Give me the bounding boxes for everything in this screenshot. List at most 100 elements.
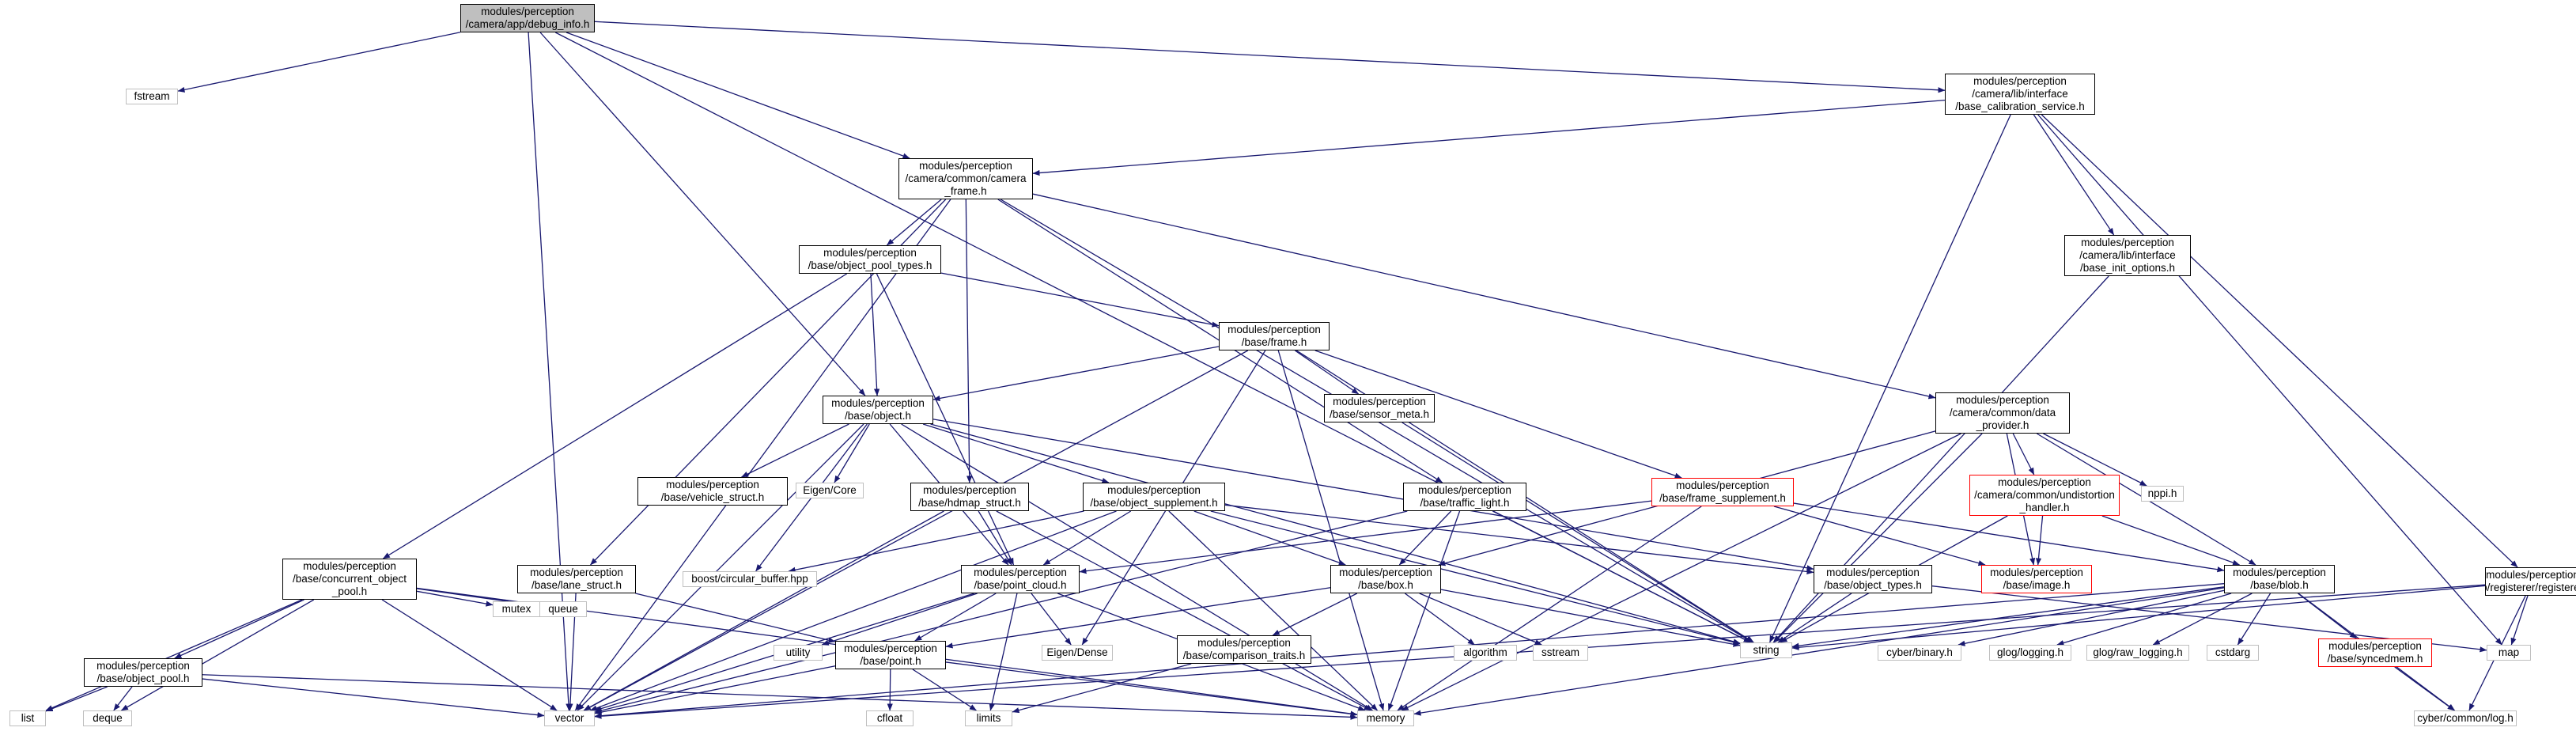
edge-debug-info-to-base-calib (594, 21, 1946, 93)
node-label: modules/perception /base/hdmap_struct.h (918, 484, 1021, 509)
edge-concurrent-pool-to-object-pool (174, 599, 305, 659)
edge-camera-frame-to-vector (574, 199, 951, 711)
node-label: modules/perception /base/image.h (1990, 566, 2083, 591)
edge-concurrent-pool-to-deque (120, 599, 315, 711)
node-algorithm: algorithm (1454, 645, 1517, 661)
edge-object-pool-to-deque (113, 686, 133, 711)
node-registerer[interactable]: modules/perception /lib/registerer/regis… (2485, 567, 2576, 596)
edge-frame-supplement-to-image (1773, 506, 1986, 566)
node-circular-buffer: boost/circular_buffer.hpp (683, 571, 817, 587)
node-point[interactable]: modules/perception /base/point.h (835, 641, 946, 669)
node-glog-raw: glog/raw_logging.h (2086, 645, 2189, 661)
node-label: glog/logging.h (1996, 646, 2064, 658)
node-blob[interactable]: modules/perception /base/blob.h (2224, 565, 2335, 593)
node-undistortion[interactable]: modules/perception /camera/common/undist… (1969, 475, 2120, 516)
node-label: modules/perception /base/point.h (844, 642, 937, 667)
edge-hdmap-struct-to-memory (996, 510, 1371, 711)
edge-blob-to-glog-raw (2152, 593, 2253, 646)
node-point-cloud[interactable]: modules/perception /base/point_cloud.h (961, 565, 1080, 593)
node-label: vector (554, 712, 584, 724)
edge-point-cloud-to-eigen-dense (1031, 593, 1072, 646)
node-label: modules/perception /base/traffic_light.h (1418, 484, 1511, 509)
node-label: modules/perception /base/box.h (1339, 566, 1432, 591)
node-box[interactable]: modules/perception /base/box.h (1330, 565, 1441, 593)
node-label: utility (785, 646, 811, 658)
edge-base-calib-to-camera-frame (1032, 99, 1946, 176)
edge-data-provider-to-undistortion (2012, 433, 2035, 475)
node-memory: memory (1357, 710, 1414, 726)
node-base-init-options[interactable]: modules/perception /camera/lib/interface… (2064, 235, 2191, 276)
edge-box-to-sstream (1419, 593, 1542, 646)
node-debug-info[interactable]: modules/perception /camera/app/debug_inf… (460, 4, 595, 32)
node-eigen-dense: Eigen/Dense (1042, 645, 1113, 661)
node-label: modules/perception /base/sensor_meta.h (1329, 396, 1430, 420)
edge-object-supplement-to-vector (589, 510, 1117, 711)
node-map: map (2487, 645, 2531, 661)
edge-object-to-object-types (932, 419, 1814, 571)
node-label: deque (93, 712, 123, 724)
node-string: string (1740, 642, 1792, 658)
edge-hdmap-struct-to-vector (583, 510, 944, 711)
edge-object-to-vehicle-struct (741, 423, 849, 478)
node-label: limits (976, 712, 1001, 724)
node-lane-struct[interactable]: modules/perception /base/lane_struct.h (517, 565, 636, 593)
edge-point-to-memory (945, 661, 1358, 717)
edge-blob-to-string (1791, 586, 2225, 649)
node-sensor-meta[interactable]: modules/perception /base/sensor_meta.h (1324, 394, 1435, 422)
node-concurrent-pool[interactable]: modules/perception /base/concurrent_obje… (282, 559, 417, 600)
node-label: sstream (1541, 646, 1579, 658)
edge-concurrent-pool-to-list (45, 599, 303, 711)
node-label: memory (1366, 712, 1405, 724)
node-label: modules/perception /base/point_cloud.h (974, 566, 1067, 591)
node-label: modules/perception /camera/lib/interface… (1955, 75, 2085, 112)
node-list: list (9, 710, 46, 726)
edge-object-pool-types-to-point-cloud (876, 273, 1015, 566)
edge-object-supplement-to-circular-buffer (788, 510, 1084, 573)
edge-frame-to-sensor-meta (1294, 350, 1360, 395)
edge-point-cloud-to-limits (989, 593, 1018, 711)
edge-box-to-comparison-traits (1272, 593, 1358, 636)
node-hdmap-struct[interactable]: modules/perception /base/hdmap_struct.h (910, 483, 1029, 511)
node-object-types[interactable]: modules/perception /base/object_types.h (1814, 565, 1932, 593)
node-label: cyber/common/log.h (2417, 712, 2514, 724)
edge-object-pool-types-to-concurrent-pool (382, 273, 848, 559)
node-label: modules/perception /camera/lib/interface… (2079, 237, 2176, 274)
node-vehicle-struct[interactable]: modules/perception /base/vehicle_struct.… (637, 477, 788, 506)
edge-data-provider-to-memory (1401, 433, 1961, 711)
node-label: modules/perception /camera/common/undist… (1974, 476, 2115, 513)
edge-traffic-light-to-string (1492, 510, 1751, 643)
node-label: modules/perception /base/object_pool.h (96, 660, 190, 684)
edge-undistortion-to-image (2035, 515, 2044, 566)
edge-object-supplement-to-object-types (1224, 504, 1814, 575)
edge-base-calib-to-registerer (2041, 114, 2518, 568)
node-label: modules/perception /base/object.h (831, 397, 925, 422)
node-base-calib[interactable]: modules/perception /camera/lib/interface… (1945, 74, 2095, 115)
node-comparison-traits[interactable]: modules/perception /base/comparison_trai… (1177, 635, 1311, 664)
node-image[interactable]: modules/perception /base/image.h (1981, 565, 2092, 593)
node-data-provider[interactable]: modules/perception /camera/common/data _… (1935, 392, 2070, 434)
node-camera-frame[interactable]: modules/perception /camera/common/camera… (898, 158, 1033, 199)
edge-concurrent-pool-to-mutex (416, 590, 494, 607)
node-object-supplement[interactable]: modules/perception /base/object_suppleme… (1083, 483, 1225, 511)
edge-box-to-string (1440, 589, 1741, 647)
edge-registerer-to-string (1791, 585, 2486, 650)
node-frame[interactable]: modules/perception /base/frame.h (1219, 322, 1330, 350)
node-frame-supplement[interactable]: modules/perception /base/frame_supplemen… (1651, 478, 1794, 506)
node-object-pool-types[interactable]: modules/perception /base/object_pool_typ… (799, 245, 941, 274)
edge-point-to-vector (594, 665, 836, 715)
node-traffic-light[interactable]: modules/perception /base/traffic_light.h (1403, 483, 1526, 511)
edge-hdmap-struct-to-point-cloud (978, 510, 1012, 566)
edge-frame-supplement-to-point-cloud (1079, 500, 1652, 574)
node-object-pool[interactable]: modules/perception /base/object_pool.h (84, 658, 202, 687)
edge-object-supplement-to-box (1193, 510, 1346, 566)
edge-object-to-vector (577, 423, 864, 711)
node-label: modules/perception /base/object_pool_typ… (808, 247, 932, 271)
node-label: modules/perception /base/object_suppleme… (1090, 484, 1218, 509)
node-syncedmem[interactable]: modules/perception /base/syncedmem.h (2318, 638, 2432, 667)
node-object[interactable]: modules/perception /base/object.h (823, 396, 933, 424)
edge-object-pool-types-to-frame (940, 272, 1220, 328)
edge-blob-to-vector (594, 583, 2225, 719)
node-label: modules/perception /camera/common/camera… (905, 160, 1027, 197)
